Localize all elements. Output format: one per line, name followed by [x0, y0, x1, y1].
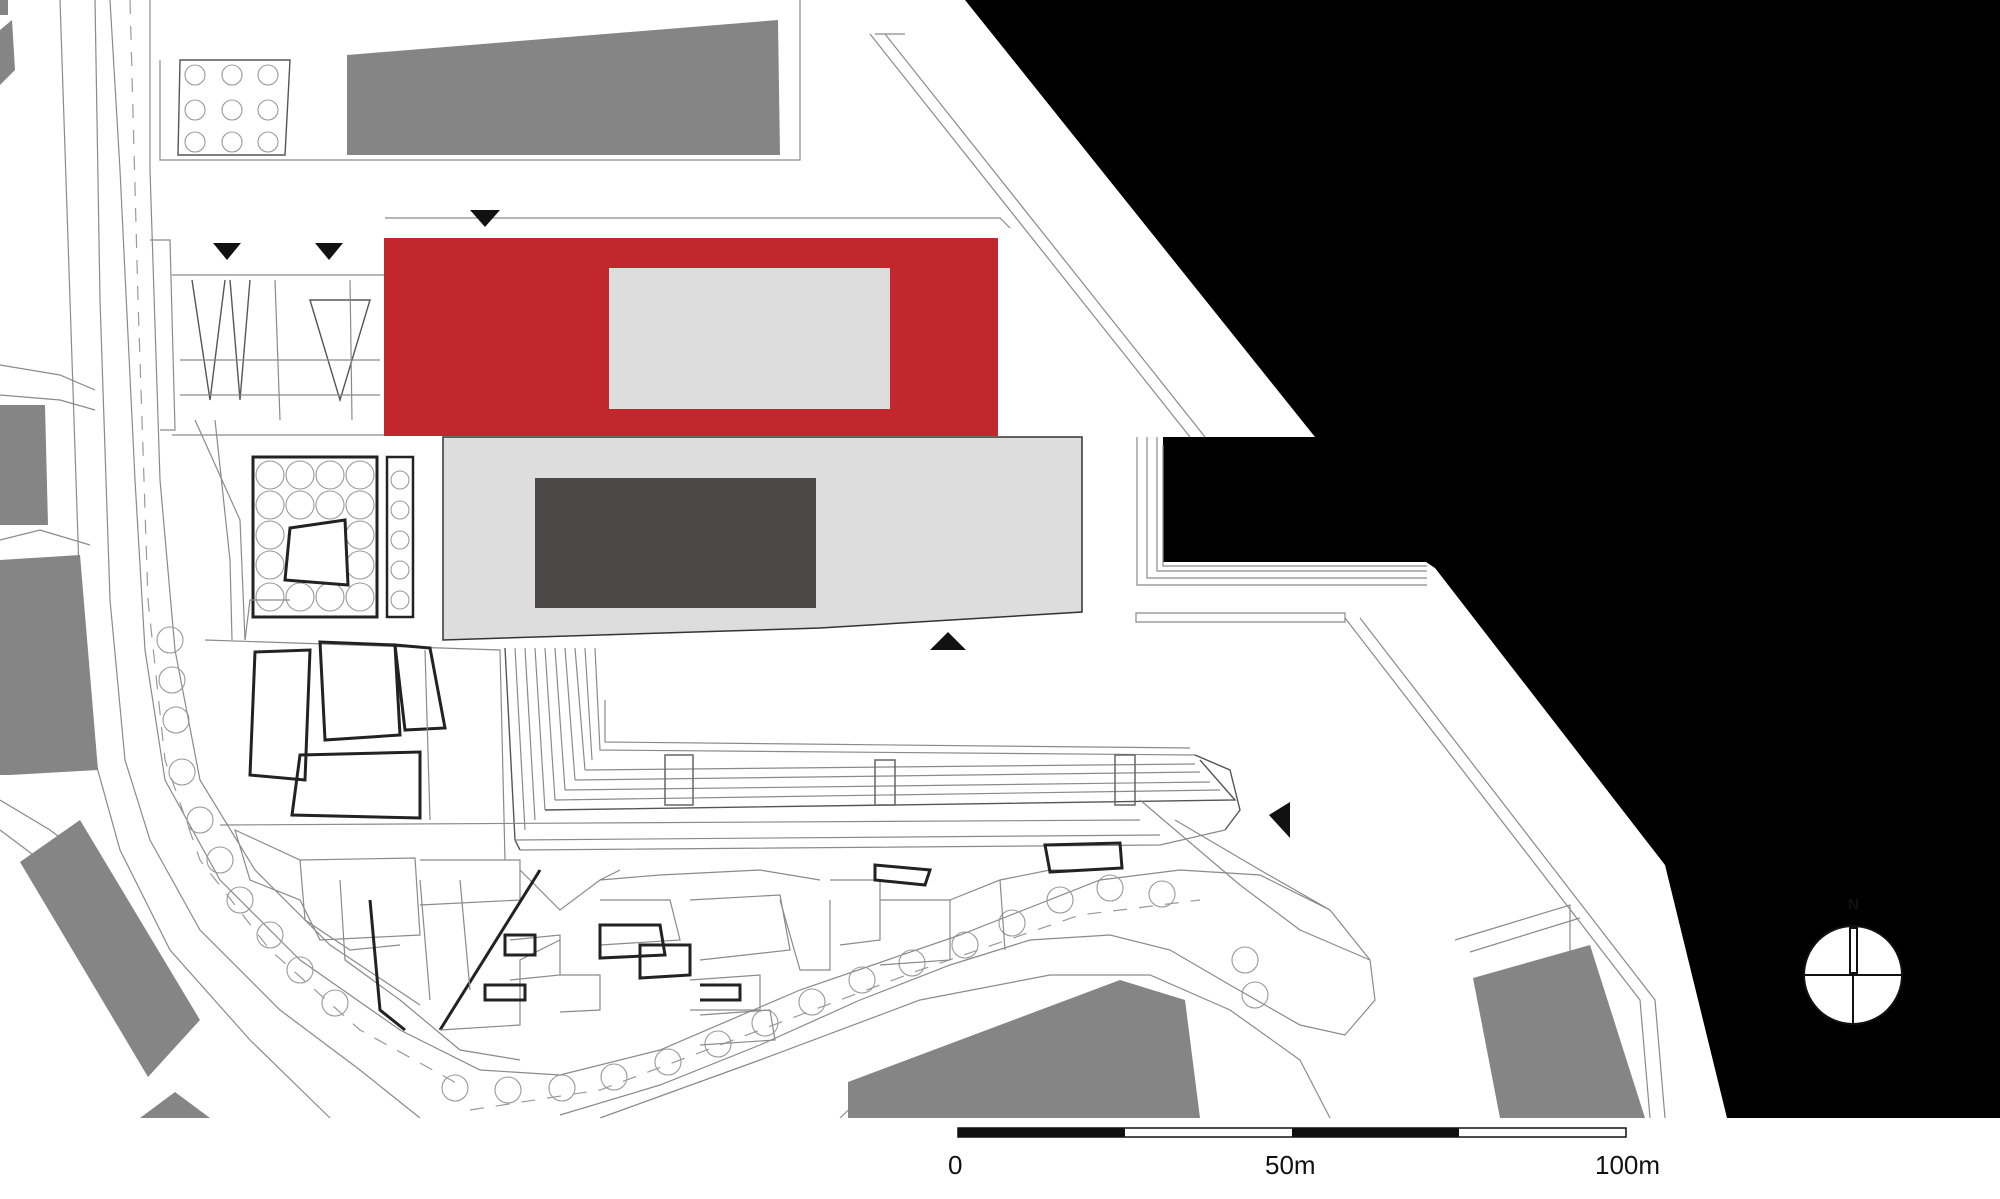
- water-body: [965, 0, 2000, 1118]
- main-building: [442, 436, 1083, 641]
- compass-north-label: N: [1848, 896, 1859, 913]
- north-arrow-icon: [1803, 925, 1903, 1025]
- tree-garden: [251, 455, 415, 619]
- entrance-triangle-icon: [470, 210, 500, 227]
- highlighted-building: [384, 238, 998, 436]
- quay-edge-lines: [869, 33, 1666, 1119]
- dense-pavilion-blocks: [204, 599, 1141, 1061]
- entrance-markers: [213, 210, 1290, 838]
- top-left-plaza: [177, 59, 291, 156]
- entrance-triangle-icon: [1269, 802, 1290, 838]
- scale-label-50m: 50m: [1265, 1150, 1316, 1180]
- entrance-triangle-icon: [315, 243, 343, 260]
- surrounding-buildings: [0, 0, 1645, 1118]
- terrace-steps: [504, 647, 1371, 961]
- scale-label-100m: 100m: [1595, 1150, 1661, 1180]
- entrance-triangle-icon: [213, 243, 241, 260]
- scale-label-zero: 0: [948, 1150, 963, 1180]
- entrance-triangle-icon: [930, 632, 966, 650]
- tree-circles: [156, 64, 1269, 1104]
- scale-bar: [957, 1127, 1627, 1138]
